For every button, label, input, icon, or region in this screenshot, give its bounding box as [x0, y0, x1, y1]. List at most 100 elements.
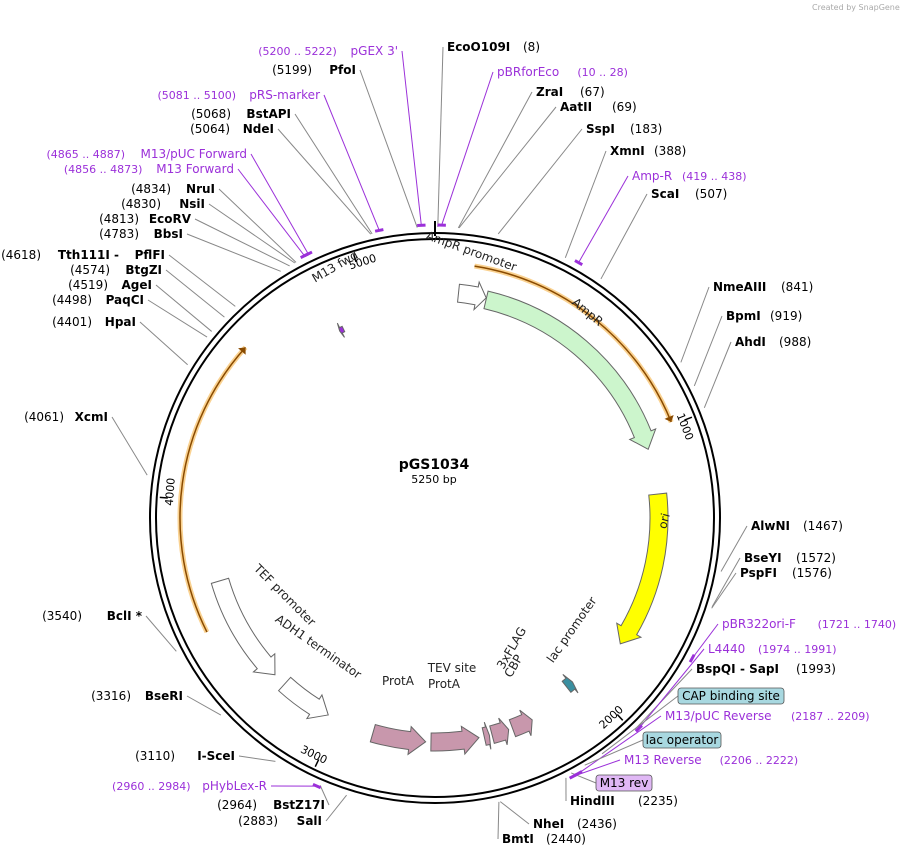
orf-track-head [238, 347, 246, 355]
primer-name: pGEX 3' [351, 44, 398, 58]
enzyme-label: BseYI(1572) [744, 551, 836, 565]
enzyme-label: BpmI(919) [726, 309, 802, 323]
label-leader-lines [111, 46, 748, 840]
enzyme-name: SspI [586, 122, 615, 136]
primer-range: (2187 .. 2209) [791, 710, 870, 723]
primer-leader-line [638, 648, 705, 729]
pill-label: lac operator [646, 733, 719, 747]
enzyme-leader-line [218, 188, 297, 263]
feature-arrow [481, 721, 492, 750]
enzyme-position: (183) [630, 122, 662, 136]
feature-arrow [616, 492, 669, 645]
primer-leader-line [401, 50, 422, 226]
primer-label: M13 Reverse(2206 .. 2222) [624, 753, 798, 767]
enzyme-position: (4061) [24, 410, 64, 424]
bp-tick [616, 713, 624, 721]
primer-name: M13 Reverse [624, 753, 702, 767]
enzyme-leader-line [294, 113, 373, 235]
enzyme-label: PaqCI (4498) [52, 293, 144, 307]
enzyme-position: (2883) [238, 814, 278, 828]
orf-track-head [664, 414, 674, 423]
enzyme-name: BspQI [696, 662, 736, 676]
bp-tick [352, 254, 357, 263]
backbone-outer-ring [149, 232, 721, 804]
enzyme-label: BspQI- SapI(1993) [696, 662, 836, 676]
feature-arrow [489, 717, 510, 745]
primer-range: (1974 .. 1991) [758, 643, 837, 656]
enzyme-position: (4498) [52, 293, 92, 307]
snapgene-watermark: Created by SnapGene [812, 3, 900, 12]
enzyme-position: (988) [779, 335, 811, 349]
enzyme-label: EcoRV(4813) [99, 212, 192, 226]
enzyme-name: BseYI [744, 551, 782, 565]
enzyme-name: HpaI [105, 315, 136, 329]
enzyme-name: AlwNI [751, 519, 790, 533]
primer-name: pBR322ori-F [722, 617, 796, 631]
enzyme-leader-line [165, 269, 225, 318]
enzyme-label: AgeI(4519) [68, 278, 152, 292]
enzyme-label: HpaI (4401) [52, 315, 136, 329]
enzyme-label: NruI(4834) [131, 182, 215, 196]
enzyme-name: AgeI [122, 278, 152, 292]
enzyme-leader-line [600, 193, 648, 280]
enzyme-label: NheI(2436) [533, 817, 617, 831]
primer-labels: pGEX 3'(5200 .. 5222)pBRforEco(10 .. 28)… [46, 44, 896, 793]
feature-arrow [430, 725, 480, 756]
enzyme-name-alt: - SapI [740, 662, 779, 676]
feature-arrow [369, 723, 427, 756]
primer-leader-line [237, 168, 305, 257]
pill-background [642, 731, 722, 749]
plasmid-backbone [149, 221, 721, 804]
enzyme-leader-line [319, 785, 330, 806]
bp-tick-label: 2000 [597, 703, 626, 732]
feature-arrow [277, 676, 329, 720]
enzyme-position: (3540) [42, 609, 82, 623]
feature-arrow [210, 577, 276, 676]
enzyme-position: (5064) [190, 122, 230, 136]
enzyme-leader-line [703, 341, 732, 408]
enzyme-leader-line [145, 615, 177, 652]
enzyme-position: (2436) [577, 817, 617, 831]
enzyme-name: ZraI [536, 85, 563, 99]
enzyme-leader-line [147, 299, 208, 338]
enzyme-label: BbsI(4783) [99, 227, 183, 241]
enzyme-position: (4401) [52, 315, 92, 329]
enzyme-position: (919) [770, 309, 802, 323]
enzyme-leader-line [155, 284, 212, 332]
enzyme-label: SalI(2883) [238, 814, 322, 828]
feature-label: ProtA [428, 677, 461, 691]
backbone-inner-ring [155, 238, 715, 798]
enzyme-leader-line [111, 416, 148, 476]
enzyme-position: (2235) [638, 794, 678, 808]
enzyme-name: BstZ17I [273, 798, 325, 812]
enzyme-position: (4574) [70, 263, 110, 277]
enzyme-position: (8) [523, 40, 540, 54]
enzyme-name: ScaI [651, 187, 679, 201]
enzyme-position: (4834) [131, 182, 171, 196]
enzyme-position: (1576) [792, 566, 832, 580]
enzyme-position: (5199) [272, 63, 312, 77]
bp-tick [684, 416, 693, 421]
primer-name: L4440 [708, 642, 745, 656]
enzyme-label: BclI *(3540) [42, 609, 143, 623]
enzyme-leader-line [693, 315, 723, 387]
enzyme-name: PaqCI [106, 293, 144, 307]
enzyme-label: NdeI(5064) [190, 122, 274, 136]
enzyme-leader-line [325, 794, 347, 822]
primer-leader-line [578, 175, 629, 263]
feature-pill: lac operator [642, 731, 722, 749]
primer-leader-line [441, 71, 494, 226]
primer-name: pHybLex-R [202, 779, 267, 793]
enzyme-leader-line [186, 695, 222, 716]
enzyme-leader-line [497, 128, 583, 235]
bp-tick-label: 4000 [163, 477, 178, 506]
enzyme-leader-line [139, 321, 188, 366]
enzyme-label: NsiI(4830) [121, 197, 205, 211]
feature-arrow [483, 290, 657, 451]
primer-mark [634, 724, 643, 733]
enzyme-label: ScaI(507) [651, 187, 727, 201]
enzyme-leader-line [497, 801, 500, 840]
primer-name: Amp-R [632, 169, 672, 183]
